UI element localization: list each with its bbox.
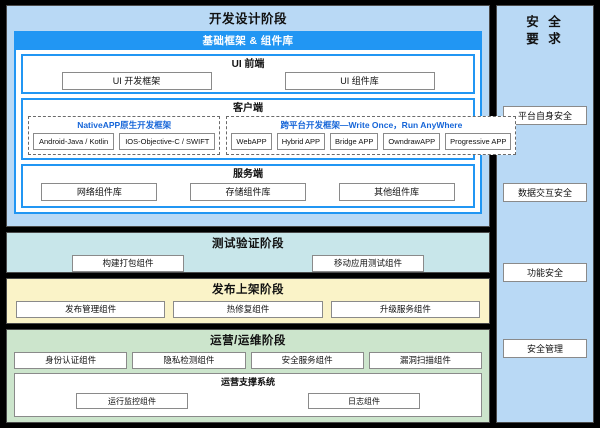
tier-ui-frontend: UI 前端 UI 开发框架 UI 组件库 xyxy=(21,54,475,94)
tier-ui-frontend-title: UI 前端 xyxy=(231,59,265,70)
sidebar-item-platform-security[interactable]: 平台自身安全 xyxy=(503,106,587,125)
component-box[interactable]: Android-Java / Kotlin xyxy=(33,133,115,150)
tier-ui-frontend-row: UI 开发框架 UI 组件库 xyxy=(28,72,468,90)
component-box[interactable]: 运行监控组件 xyxy=(76,393,188,409)
component-box[interactable]: 热修复组件 xyxy=(173,301,323,318)
spacer xyxy=(503,62,587,106)
stage-operations-row: 身份认证组件 隐私检测组件 安全服务组件 漏洞扫描组件 xyxy=(12,352,484,369)
framework-panel-title: 基础框架 & 组件库 xyxy=(16,33,480,50)
component-box[interactable]: 存储组件库 xyxy=(189,183,306,201)
component-box[interactable]: 其他组件库 xyxy=(338,183,455,201)
sidebar-item-data-exchange-security[interactable]: 数据交互安全 xyxy=(503,183,587,202)
stage-test: 测试验证阶段 构建打包组件 移动应用测试组件 xyxy=(6,232,490,273)
framework-panel-body: UI 前端 UI 开发框架 UI 组件库 客户端 NativeAPP原生开发框架 xyxy=(16,50,517,213)
component-box[interactable]: 网络组件库 xyxy=(41,183,158,201)
stage-operations-title: 运营/运维阶段 xyxy=(210,335,286,347)
group-cross-platform: 跨平台开发框架—Write Once，Run AnyWhere WebAPP H… xyxy=(226,116,517,155)
group-cross-platform-row: WebAPP Hybrid APP Bridge APP OwndrawAPP … xyxy=(231,132,512,151)
component-box[interactable]: 日志组件 xyxy=(308,393,420,409)
group-native-app-title: NativeAPP原生开发框架 xyxy=(77,120,172,130)
component-box[interactable]: 移动应用测试组件 xyxy=(312,255,424,272)
component-box[interactable]: UI 组件库 xyxy=(284,72,435,90)
security-requirements-title: 安 全 要 求 xyxy=(526,15,564,46)
component-box[interactable]: OwndrawAPP xyxy=(383,133,441,150)
stage-development-title: 开发设计阶段 xyxy=(208,12,287,26)
spacer xyxy=(503,282,587,339)
component-box[interactable]: Bridge APP xyxy=(330,133,379,150)
component-box[interactable]: IOS-Objective-C / SWIFT xyxy=(119,133,216,150)
support-system-row: 运行监控组件 日志组件 xyxy=(20,389,476,413)
component-box[interactable]: UI 开发框架 xyxy=(61,72,212,90)
stage-operations: 运营/运维阶段 身份认证组件 隐私检测组件 安全服务组件 漏洞扫描组件 运营支撑… xyxy=(6,329,490,423)
security-requirements-items: 平台自身安全 数据交互安全 功能安全 安全管理 xyxy=(503,48,587,416)
support-system-title: 运营支撑系统 xyxy=(220,377,275,387)
group-native-app-row: Android-Java / Kotlin IOS-Objective-C / … xyxy=(33,132,216,151)
tier-client: 客户端 NativeAPP原生开发框架 Android-Java / Kotli… xyxy=(21,98,517,160)
component-box[interactable]: 安全服务组件 xyxy=(250,352,364,369)
component-box[interactable]: Progressive APP xyxy=(445,133,512,150)
component-box[interactable]: 升级服务组件 xyxy=(330,301,480,318)
security-requirements-sidebar: 安 全 要 求 平台自身安全 数据交互安全 功能安全 安全管理 xyxy=(496,5,594,423)
component-box[interactable]: 漏洞扫描组件 xyxy=(368,352,482,369)
component-box[interactable]: 构建打包组件 xyxy=(72,255,184,272)
stage-test-row: 构建打包组件 移动应用测试组件 xyxy=(12,255,484,272)
component-box[interactable]: WebAPP xyxy=(231,133,272,150)
spacer xyxy=(503,202,587,263)
lifecycle-stages-column: 开发设计阶段 基础框架 & 组件库 UI 前端 UI 开发框架 UI 组件库 xyxy=(6,5,517,423)
group-native-app: NativeAPP原生开发框架 Android-Java / Kotlin IO… xyxy=(28,116,221,155)
sidebar-item-security-management[interactable]: 安全管理 xyxy=(503,339,587,358)
stage-publish-title: 发布上架阶段 xyxy=(212,284,284,296)
tier-client-title: 客户端 xyxy=(233,103,263,114)
group-cross-platform-title: 跨平台开发框架—Write Once，Run AnyWhere xyxy=(280,120,463,130)
tier-server: 服务端 网络组件库 存储组件库 其他组件库 xyxy=(21,164,475,208)
tier-server-title: 服务端 xyxy=(233,169,263,180)
tier-client-groups: NativeAPP原生开发框架 Android-Java / Kotlin IO… xyxy=(28,116,517,155)
sidebar-item-functional-security[interactable]: 功能安全 xyxy=(503,263,587,282)
stage-publish-row: 发布管理组件 热修复组件 升级服务组件 xyxy=(12,301,484,318)
component-box[interactable]: 隐私检测组件 xyxy=(132,352,246,369)
framework-panel: 基础框架 & 组件库 UI 前端 UI 开发框架 UI 组件库 客户端 xyxy=(14,31,517,214)
component-box[interactable]: Hybrid APP xyxy=(276,133,326,150)
stage-test-title: 测试验证阶段 xyxy=(212,238,284,250)
tier-server-row: 网络组件库 存储组件库 其他组件库 xyxy=(28,182,468,202)
stage-development: 开发设计阶段 基础框架 & 组件库 UI 前端 UI 开发框架 UI 组件库 xyxy=(6,5,517,227)
component-box[interactable]: 身份认证组件 xyxy=(14,352,128,369)
support-system-panel: 运营支撑系统 运行监控组件 日志组件 xyxy=(14,373,482,417)
stage-publish: 发布上架阶段 发布管理组件 热修复组件 升级服务组件 xyxy=(6,278,490,324)
component-box[interactable]: 发布管理组件 xyxy=(16,301,166,318)
